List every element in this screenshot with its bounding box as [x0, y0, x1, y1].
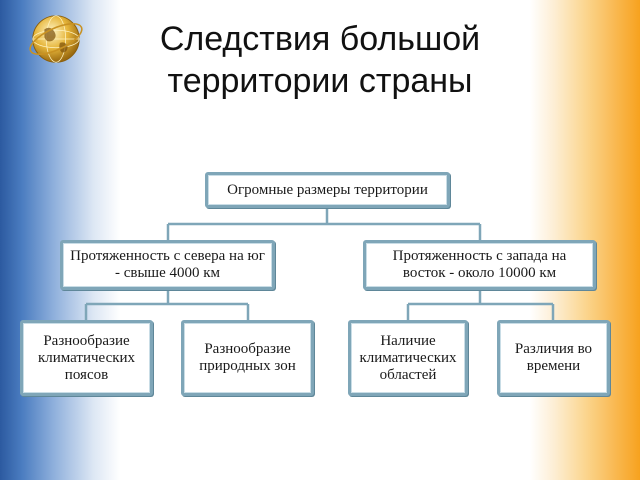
node-north-south-label: Протяженность с севера на юг - свыше 400… — [70, 248, 265, 281]
node-natural-zones-label: Разнообразие природных зон — [199, 341, 296, 374]
node-root: Огромные размеры территории — [205, 172, 450, 208]
globe-icon — [29, 15, 83, 63]
node-west-east: Протяженность с запада на восток - около… — [363, 240, 596, 290]
node-root-label: Огромные размеры территории — [227, 181, 428, 198]
title-line-1: Следствия большой — [159, 20, 481, 58]
node-north-south: Протяженность с севера на юг - свыше 400… — [60, 240, 275, 290]
node-natural-zones: Разнообразие природных зон — [181, 320, 314, 396]
node-climate-belts: Разнообразие климатических поясов — [20, 320, 153, 396]
node-climate-belts-label: Разнообразие климатических поясов — [37, 332, 136, 383]
node-time-differences: Различия во времени — [497, 320, 610, 396]
node-west-east-label: Протяженность с запада на восток - около… — [392, 248, 567, 281]
node-time-differences-label: Различия во времени — [514, 341, 593, 374]
node-climate-regions: Наличие климатических областей — [348, 320, 468, 396]
node-climate-regions-label: Наличие климатических областей — [359, 332, 457, 383]
page-title: Следствия большой территории страны — [100, 18, 540, 102]
title-line-2: территории страны — [167, 62, 473, 100]
